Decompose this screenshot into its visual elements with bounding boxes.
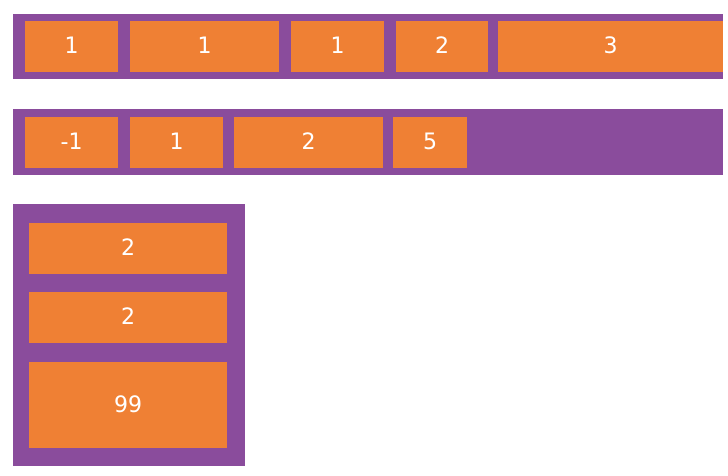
flex-column-container: 2 2 99 bbox=[13, 204, 245, 466]
flex-row-container-1: 1 1 1 2 3 bbox=[13, 14, 723, 79]
flex-item: 5 bbox=[393, 117, 467, 168]
flex-item: 99 bbox=[29, 362, 227, 448]
flex-item: 1 bbox=[130, 21, 279, 72]
flex-item: 2 bbox=[29, 223, 227, 274]
flex-item: 2 bbox=[29, 292, 227, 343]
flex-item: -1 bbox=[25, 117, 118, 168]
flex-item: 1 bbox=[130, 117, 223, 168]
flex-row-container-2: -1 1 2 5 bbox=[13, 109, 723, 175]
flex-item: 1 bbox=[291, 21, 384, 72]
flex-item: 2 bbox=[234, 117, 383, 168]
flex-item: 1 bbox=[25, 21, 118, 72]
flex-item: 3 bbox=[498, 21, 723, 72]
flex-item: 2 bbox=[396, 21, 488, 72]
